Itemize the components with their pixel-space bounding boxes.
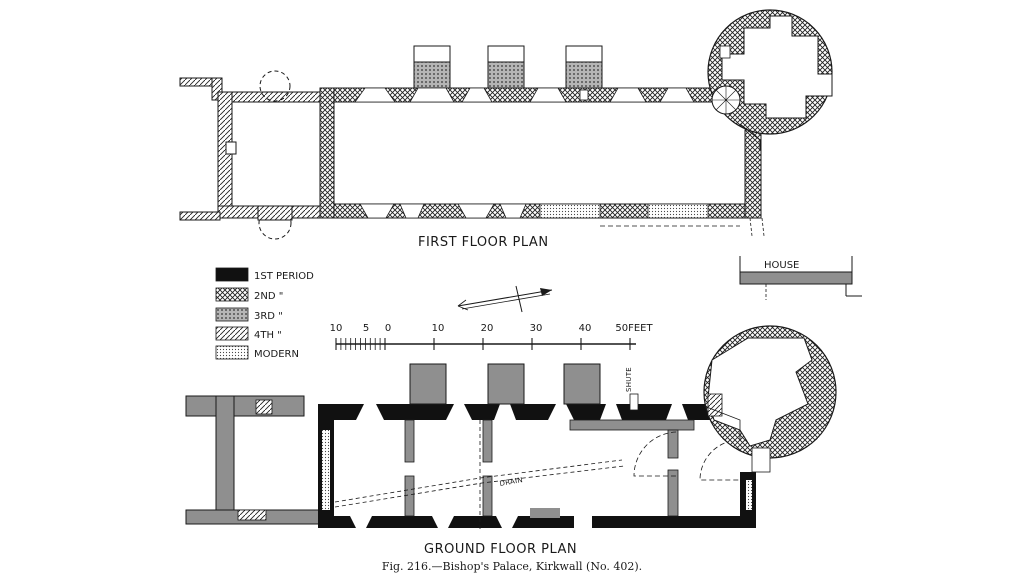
scale-label-50: 50FEET <box>615 323 653 334</box>
legend-label-1st: 1ST PERIOD <box>254 271 314 282</box>
ground-floor-plan: SHUTE DRAIN GROUND FLOOR PLAN <box>185 325 837 557</box>
scale-label-10: 10 <box>432 323 445 334</box>
first-floor-west-wing <box>179 70 325 240</box>
legend: 1ST PERIOD 2ND " 3RD " 4TH " MODERN <box>215 267 314 360</box>
scale-label-30: 30 <box>530 323 543 334</box>
north-arrow-icon <box>457 285 553 313</box>
scale-bar: 10 5 0 10 20 30 40 50FEET <box>330 323 654 350</box>
scale-ticks <box>335 338 631 350</box>
drain-label: DRAIN <box>499 476 524 488</box>
ground-floor-tower <box>703 325 837 473</box>
house: HOUSE <box>739 256 862 300</box>
ground-floor-main-hall <box>318 363 801 530</box>
figure-caption: Fig. 216.—Bishop's Palace, Kirkwall (No.… <box>382 560 642 573</box>
shute-label: SHUTE <box>625 367 633 392</box>
legend-label-2nd: 2ND " <box>254 291 283 302</box>
legend-swatch-4th-period <box>215 326 249 341</box>
legend-label-3rd: 3RD " <box>254 311 283 322</box>
first-floor-plan: FIRST FLOOR PLAN <box>179 9 833 250</box>
legend-label-4th: 4TH " <box>254 330 282 341</box>
scale-label-40: 40 <box>579 323 592 334</box>
first-floor-main-hall <box>319 45 765 237</box>
legend-swatch-2nd-period <box>215 287 249 302</box>
legend-label-modern: MODERN <box>254 349 299 360</box>
ground-floor-title: GROUND FLOOR PLAN <box>424 542 577 557</box>
house-label: HOUSE <box>764 260 799 271</box>
scale-label-5: 5 <box>363 323 369 334</box>
scale-label-10-left: 10 <box>330 323 343 334</box>
scale-label-20: 20 <box>481 323 494 334</box>
legend-swatch-modern <box>215 345 249 360</box>
scale-label-0: 0 <box>385 323 391 334</box>
first-floor-tower <box>707 9 833 150</box>
ground-floor-west-wing <box>185 395 321 525</box>
legend-swatch-3rd-period <box>215 307 249 322</box>
first-floor-title: FIRST FLOOR PLAN <box>418 235 549 250</box>
legend-swatch-1st-period <box>215 267 249 282</box>
